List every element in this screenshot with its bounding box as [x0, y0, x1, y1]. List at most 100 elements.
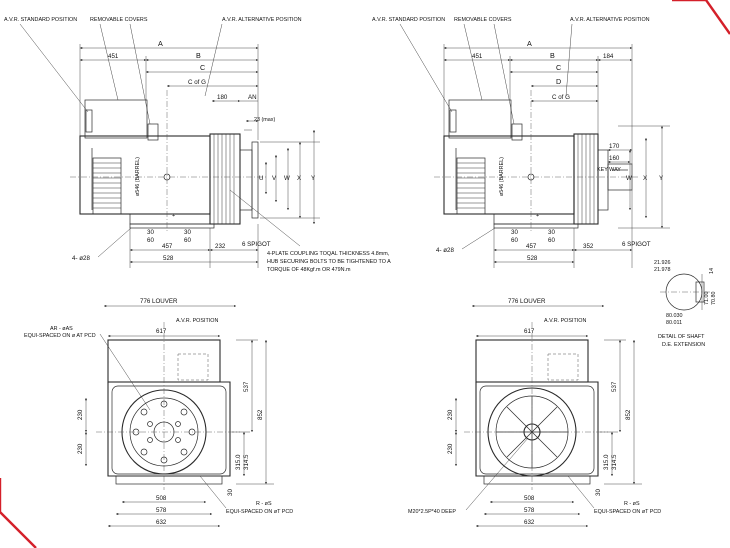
dim-21926: 21.926 — [654, 260, 671, 266]
dim-3150-right: 315.0 — [603, 454, 610, 470]
dim-508: 508 — [156, 495, 167, 502]
note-coupling-3: TORQUE OF 48Kgf.m OR 479N.m — [267, 267, 351, 273]
dim-230a: 230 — [77, 409, 84, 420]
dim-232: 232 — [215, 243, 226, 250]
de-fan-fins-right — [577, 134, 595, 224]
dim-U: U — [259, 175, 263, 182]
dim-457-right: 457 — [526, 243, 537, 250]
dim-30-end: 30 — [227, 489, 234, 496]
dim-537: 537 — [243, 381, 250, 392]
end-view-shaft: 776 LOUVER 617 A.V.R. POSITION 537 852 2… — [408, 298, 661, 528]
dim-184: 184 — [603, 53, 614, 60]
end-view-coupling: 776 LOUVER 617 A.V.R. POSITION AR - øAS … — [24, 298, 293, 528]
label-barrel-right: ø546 (BARREL) — [499, 157, 505, 196]
dim-V: V — [272, 175, 277, 182]
dim-30: 30 — [147, 229, 154, 236]
dim-352: 352 — [583, 243, 594, 250]
dim-W: W — [284, 175, 290, 182]
label-avr-standard: A.V.R. STANDARD POSITION — [4, 17, 77, 23]
dim-B-right: B — [550, 51, 555, 60]
label-holes-28: 4- ø28 — [72, 255, 90, 262]
dim-AN: AN — [248, 94, 257, 101]
label-equi-spaced-bottom: EQUI-SPACED ON øT PCD — [226, 509, 293, 515]
label-m20: M20*2.5P*40 DEEP — [408, 509, 456, 515]
dim-C-right: C — [556, 63, 561, 72]
label-avr-position: A.V.R. POSITION — [176, 318, 218, 324]
dim-3145: 314.5 — [243, 454, 250, 470]
label-avr-position-right: A.V.R. POSITION — [544, 318, 586, 324]
dim-60b: 60 — [184, 237, 191, 244]
flange-bolt-holes — [132, 400, 196, 464]
dim-60-right: 60 — [511, 237, 518, 244]
label-keyway: KEY WAY — [597, 167, 621, 173]
dim-632: 632 — [156, 519, 167, 526]
dim-180: 180 — [217, 94, 228, 101]
dim-578-right: 578 — [524, 507, 535, 514]
dim-30-right: 30 — [511, 229, 518, 236]
dim-170: 170 — [609, 143, 620, 150]
dim-7080: 70.80 — [711, 292, 717, 306]
label-equi-spaced-bottom-right: EQUI-SPACED ON øT PCD — [594, 509, 661, 515]
side-view-shaft: + A 451 B 184 C D C of G 170 160 KEY WAY… — [372, 17, 670, 268]
dim-A-right: A — [527, 39, 532, 48]
dim-852-right: 852 — [625, 409, 632, 420]
nde-louvre-right — [456, 157, 486, 215]
dim-c-of-g: C of G — [188, 79, 206, 86]
shaft-detail: 21.926 21.978 14 71.00 70.80 80.030 80.0… — [654, 260, 717, 348]
dim-Y-right: Y — [659, 175, 663, 182]
dim-776-louver-right: 776 LOUVER — [508, 298, 546, 305]
dim-776-louver: 776 LOUVER — [140, 298, 178, 305]
dim-160: 160 — [609, 155, 620, 162]
dim-457: 457 — [162, 243, 173, 250]
note-coupling-1: 4-PLATE COUPLING TOQAL THICKNESS 4.8mm, — [267, 251, 390, 257]
dim-D-right: D — [556, 77, 561, 86]
label-spigot: 6 SPIGOT — [242, 241, 271, 248]
label-removable-covers-right: REMOVABLE COVERS — [454, 17, 512, 23]
dim-14: 14 — [709, 268, 715, 274]
label-de-extension: D.E. EXTENSION — [662, 342, 705, 348]
dim-617: 617 — [156, 328, 167, 335]
note-coupling-2: HUB SECURING BOLTS TO BE TIGHTENED TO A — [267, 259, 391, 265]
nde-louvre-left — [92, 157, 122, 215]
label-r-s-right: R - øS — [624, 501, 640, 507]
dim-60: 60 — [147, 237, 154, 244]
dim-632-right: 632 — [524, 519, 535, 526]
dim-508-right: 508 — [524, 495, 535, 502]
dim-528: 528 — [163, 255, 174, 262]
corner-accent-bottom-left — [0, 478, 37, 548]
dim-W-right: W — [626, 175, 632, 182]
dim-852: 852 — [257, 409, 264, 420]
dim-3150: 315.0 — [235, 454, 242, 470]
dim-c-of-g-right: C of G — [552, 94, 570, 101]
de-fan-fins-left — [213, 134, 235, 224]
dim-B: B — [196, 51, 201, 60]
dim-A: A — [158, 39, 163, 48]
label-avr-alternative-right: A.V.R. ALTERNATIVE POSITION — [570, 17, 650, 23]
label-detail-shaft: DETAIL OF SHAFT — [658, 334, 705, 340]
dim-Y: Y — [311, 175, 315, 182]
label-ar-as: AR - øAS — [50, 326, 73, 332]
dim-7100: 71.00 — [704, 292, 710, 306]
dim-617-right: 617 — [524, 328, 535, 335]
dim-23max: 23 (max) — [254, 117, 275, 123]
dim-30b: 30 — [184, 229, 191, 236]
dim-21978: 21.978 — [654, 267, 671, 273]
label-barrel: ø546 (BARREL) — [135, 157, 141, 196]
svg-text:+: + — [172, 213, 175, 219]
label-removable-covers: REMOVABLE COVERS — [90, 17, 148, 23]
dim-451-right: 451 — [472, 53, 483, 60]
dim-528-right: 528 — [527, 255, 538, 262]
label-r-s: R - øS — [256, 501, 272, 507]
dim-X-right: X — [643, 175, 647, 182]
dim-230a-right: 230 — [447, 409, 454, 420]
corner-accent-top-right — [672, 0, 730, 35]
dim-230b-right: 230 — [447, 443, 454, 454]
dim-30-end-right: 30 — [595, 489, 602, 496]
side-view-coupling: + A 451 B C C of G 180 AN 23 (max) U V W… — [4, 17, 391, 273]
dim-80030: 80.030 — [666, 313, 683, 319]
dim-578: 578 — [156, 507, 167, 514]
label-equi-spaced-top: EQUI-SPACED ON ø AT PCD — [24, 333, 96, 339]
dim-60b-right: 60 — [548, 237, 555, 244]
dim-3145-right: 314.5 — [611, 454, 618, 470]
